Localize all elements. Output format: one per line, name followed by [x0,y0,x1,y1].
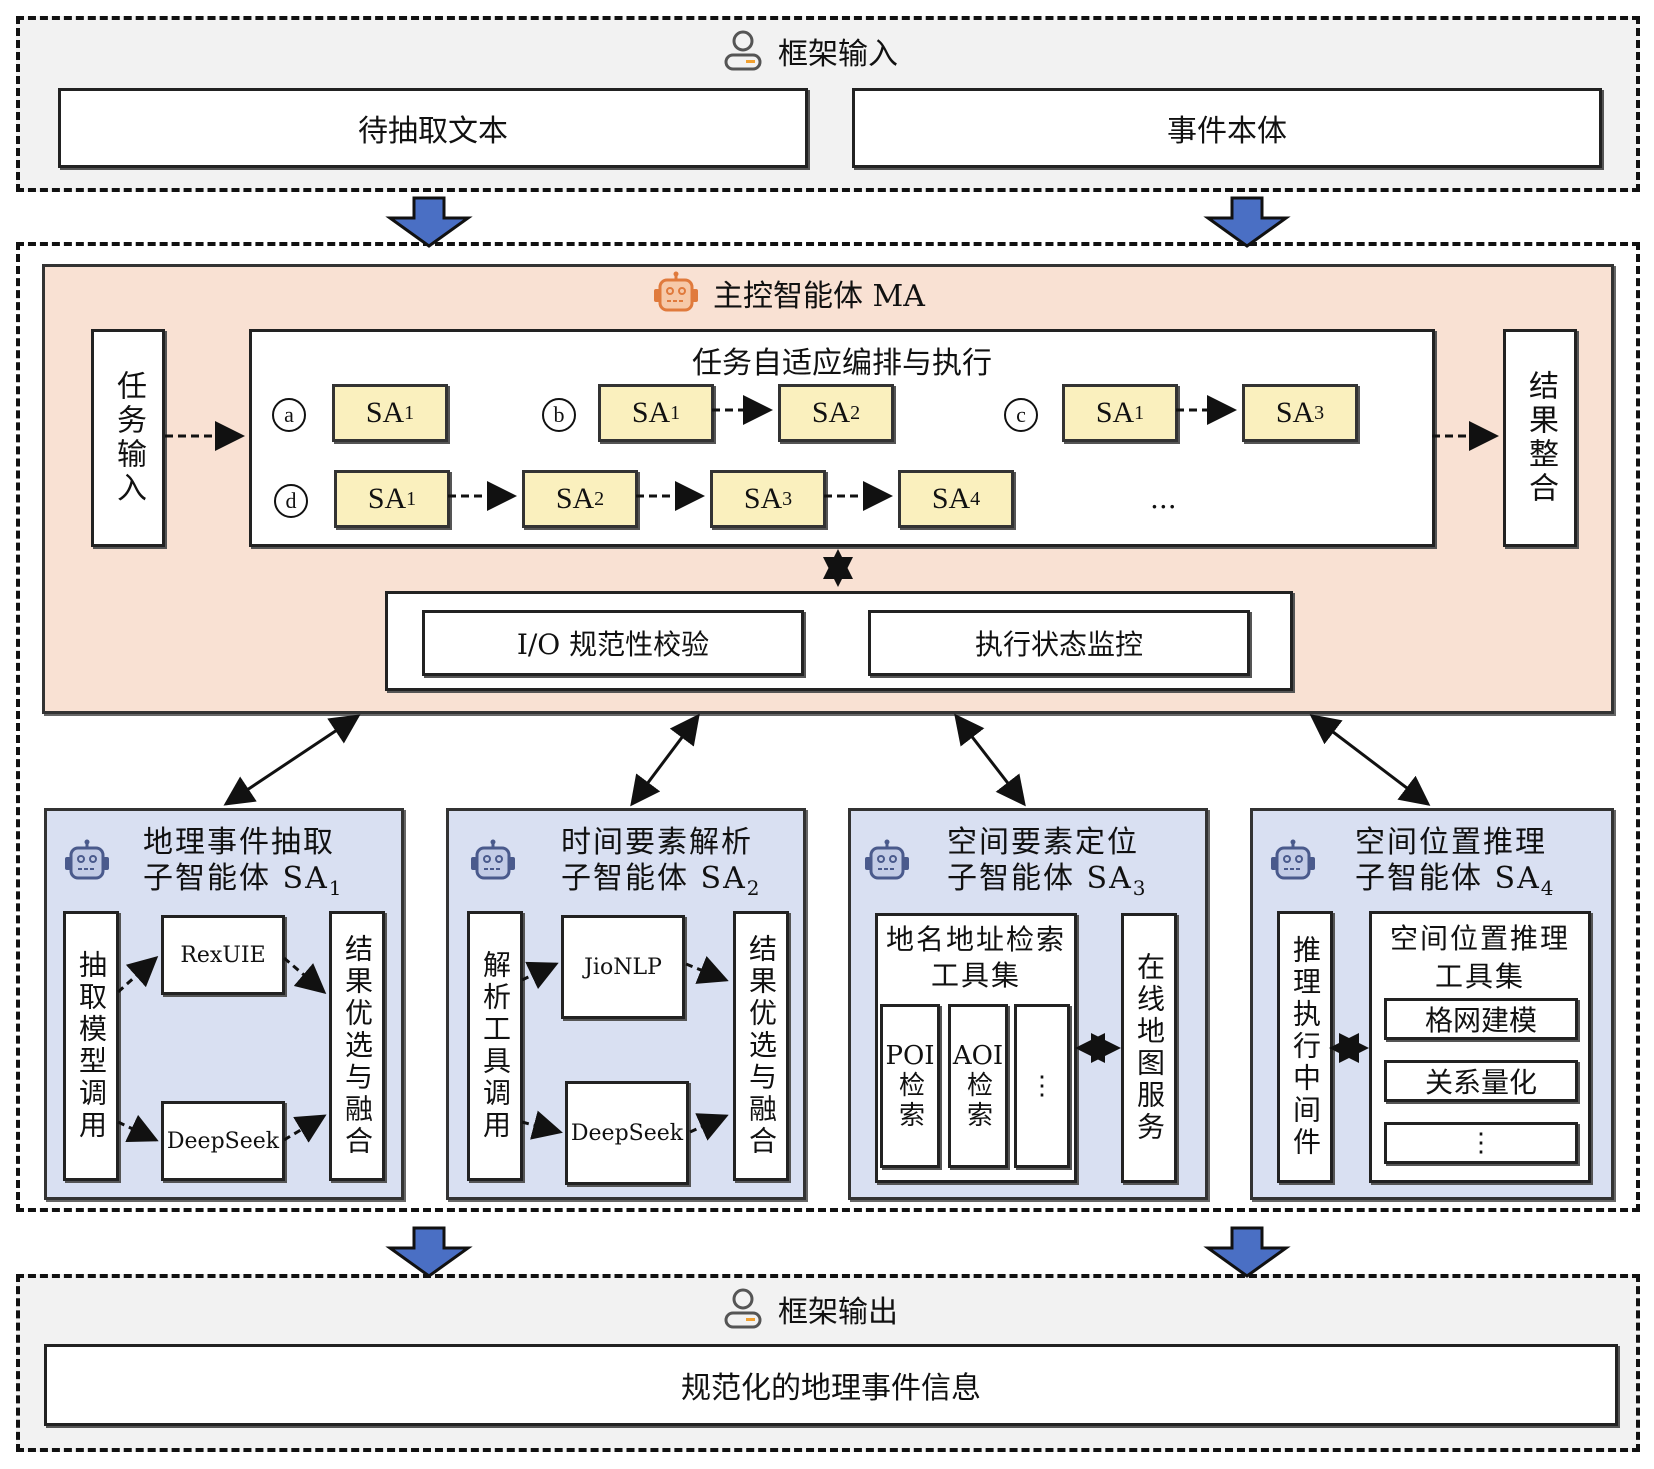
sa3-right-box: 在线地图服务 [1121,913,1177,1183]
input-heading: 框架输入 [720,28,898,74]
master-agent-title: 主控智能体 MA [713,279,925,314]
exec-monitor-box: 执行状态监控 [868,610,1250,676]
output-heading: 框架输出 [720,1286,898,1332]
flow-arrow-output-right [1203,1226,1291,1278]
flow-arrow-output-left [385,1226,473,1278]
sa3-tool-more: ⋮ [1014,1004,1070,1168]
sa4-tool-grid: 格网建模 [1384,998,1578,1040]
monitor-box: I/O 规范性校验 执行状态监控 [385,591,1293,691]
sa1-tool-rexuie: RexUIE [161,915,285,995]
task-input-box: 任务输入 [91,329,165,547]
flow-arrow-input-left [385,196,473,248]
sa4-toolset-box: 空间位置推理工具集 格网建模 关系量化 ⋮ [1369,911,1591,1183]
io-check-label: I/O 规范性校验 [516,628,710,661]
robot-icon [65,839,109,880]
sa1-left-box: 抽取模型调用 [63,911,119,1181]
event-ontology-box: 事件本体 [852,88,1602,168]
sa3-toolset-title: 地名地址检索工具集 [886,923,1067,992]
sa4-title: 空间位置推理 子智能体 SA4 [1355,825,1556,900]
sa2-tool-deepseek: DeepSeek [565,1081,689,1185]
output-result-label: 规范化的地理事件信息 [681,1371,981,1406]
sa4-tool-more: ⋮ [1384,1122,1578,1164]
flow-b-label: b [542,398,576,432]
sa4-toolset-title: 空间位置推理工具集 [1389,922,1570,993]
sub-agent-sa3-panel: 空间要素定位 子智能体 SA3 地名地址检索工具集 POI 检索 AOI 检索 … [848,808,1208,1200]
sub-agent-sa4-panel: 空间位置推理 子智能体 SA4 推理执行中间件 空间位置推理工具集 格网建模 关… [1250,808,1614,1200]
flow-arrow-input-right [1203,196,1291,248]
input-text-label: 待抽取文本 [358,114,508,149]
robot-icon [1271,839,1315,880]
sa3-tool-aoi: AOI 检索 [948,1004,1008,1168]
user-icon [724,1288,762,1329]
sa3-tool-poi: POI 检索 [880,1004,940,1168]
sa2-left-box: 解析工具调用 [467,911,523,1181]
sa3-title: 空间要素定位 子智能体 SA3 [947,825,1148,900]
task-input-label: 任务输入 [111,370,146,506]
sa2-tool-jionlp: JioNLP [561,915,685,1019]
sa4-left-box: 推理执行中间件 [1277,911,1333,1183]
sub-agent-sa1-panel: 地理事件抽取 子智能体 SA1 抽取模型调用 RexUIE DeepSeek 结… [44,808,404,1200]
master-agent-heading: 主控智能体 MA [651,271,925,315]
io-check-box: I/O 规范性校验 [422,610,804,676]
input-section: 框架输入 待抽取文本 事件本体 [16,16,1640,192]
flow-c-label: c [1004,398,1038,432]
input-title: 框架输入 [778,37,898,72]
output-section: 框架输出 规范化的地理事件信息 [16,1274,1640,1452]
flow-d-label: d [274,484,308,518]
sub-agent-sa2-panel: 时间要素解析 子智能体 SA2 解析工具调用 JioNLP DeepSeek 结… [446,808,806,1200]
orchestration-title: 任务自适应编排与执行 [692,346,992,381]
sa4-tool-relation: 关系量化 [1384,1060,1578,1102]
output-result-box: 规范化的地理事件信息 [44,1344,1618,1426]
input-text-box: 待抽取文本 [58,88,808,168]
sa1-title: 地理事件抽取 子智能体 SA1 [143,825,344,900]
event-ontology-label: 事件本体 [1167,114,1287,149]
sa3-toolset-box: 地名地址检索工具集 POI 检索 AOI 检索 ⋮ [875,913,1077,1183]
output-title: 框架输出 [778,1295,898,1330]
exec-monitor-label: 执行状态监控 [974,628,1143,661]
robot-icon [865,839,909,880]
sa2-right-box: 结果优选与融合 [733,911,789,1181]
sa2-title: 时间要素解析 子智能体 SA2 [561,825,762,900]
robot-icon [654,271,698,312]
user-icon [724,30,762,71]
result-integration-label: 结果整合 [1523,370,1558,506]
robot-icon [471,839,515,880]
sa1-right-box: 结果优选与融合 [329,911,385,1181]
flow-ellipsis: ... [1150,482,1177,515]
result-integration-box: 结果整合 [1503,329,1577,547]
flow-a-label: a [272,398,306,432]
sa1-tool-deepseek: DeepSeek [161,1101,285,1181]
